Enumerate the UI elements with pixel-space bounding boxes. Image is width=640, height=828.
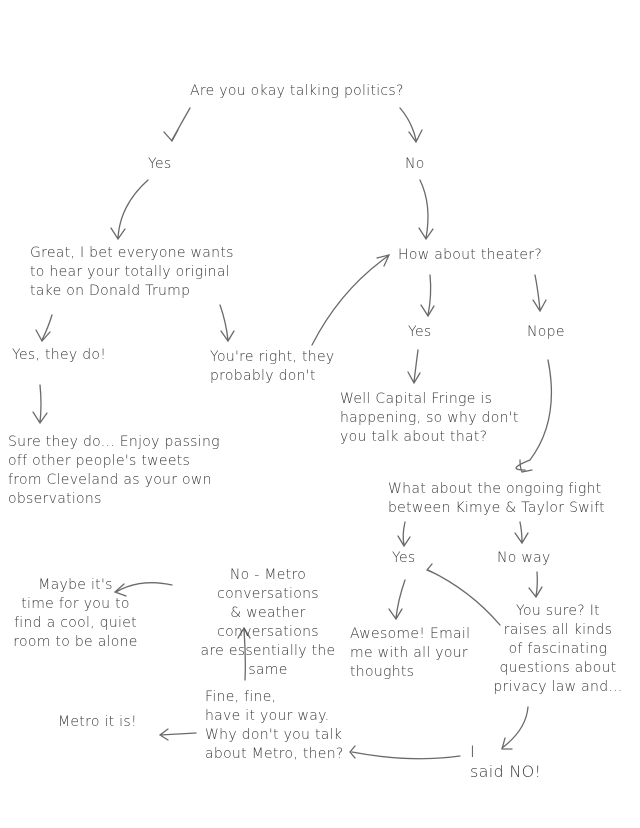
node-you-sure: You sure? It raises all kinds of fascina… xyxy=(493,603,623,695)
arrow-fine-metro xyxy=(158,728,197,741)
node-awesome-email: Awesome! Email me with all your thoughts xyxy=(350,626,471,680)
arrow-fine-nometro xyxy=(237,626,251,681)
arrow-nope-kimye xyxy=(515,359,553,473)
arrow-theater-nope xyxy=(532,274,547,313)
answer-theater-nope: Nope xyxy=(527,324,565,340)
node-trump-take: Great, I bet everyone wants to hear your… xyxy=(30,245,234,299)
answer-politics-yes: Yes xyxy=(148,156,172,172)
arrow-politics-yes xyxy=(163,107,191,143)
arrow-kimye-noway xyxy=(514,521,529,545)
arrow-right-theater xyxy=(311,254,391,346)
node-maybe-alone: Maybe it's time for you to find a cool, … xyxy=(13,577,138,650)
arrow-no-theater xyxy=(418,179,434,241)
arrow-sure-saidno xyxy=(501,706,529,750)
arrow-yes-trump xyxy=(110,179,149,241)
arrow-sure-yes3 xyxy=(425,563,501,626)
node-sure-they-do: Sure they do... Enjoy passing off other … xyxy=(8,434,220,507)
answer-yes-they-do: Yes, they do! xyxy=(12,347,107,363)
arrow-yes2-fringe xyxy=(407,349,421,385)
answer-politics-no: No xyxy=(405,156,425,172)
arrow-kimye-yes xyxy=(397,521,411,548)
question-politics: Are you okay talking politics? xyxy=(190,83,404,99)
answer-theater-yes: Yes xyxy=(408,324,432,340)
node-capital-fringe: Well Capital Fringe is happening, so why… xyxy=(340,391,519,445)
arrow-politics-no xyxy=(399,107,423,144)
arrow-trump-right xyxy=(219,304,235,343)
question-theater: How about theater? xyxy=(398,247,543,263)
arrow-saidno-fine xyxy=(349,745,461,760)
question-kimye: What about the ongoing fight between Kim… xyxy=(388,481,605,516)
node-metro-it-is: Metro it is! xyxy=(58,714,137,730)
answer-kimye-yes: Yes xyxy=(392,550,416,566)
answer-kimye-no-way: No way xyxy=(497,550,551,566)
node-fine-metro: Fine, fine, have it your way. Why don't … xyxy=(205,689,344,762)
arrow-theater-yes xyxy=(420,274,435,318)
answer-youre-right: You're right, they probably don't xyxy=(210,349,335,384)
arrow-noway-sure xyxy=(528,571,543,599)
node-no-metro: No - Metro conversations & weather conve… xyxy=(200,567,336,678)
arrow-trump-yesdo xyxy=(35,314,53,343)
arrow-yes3-awesome xyxy=(388,579,406,621)
arrow-yesdo-sure xyxy=(32,384,48,425)
arrow-nometro-maybe xyxy=(113,582,173,597)
node-said-no: I said NO! xyxy=(470,742,542,781)
